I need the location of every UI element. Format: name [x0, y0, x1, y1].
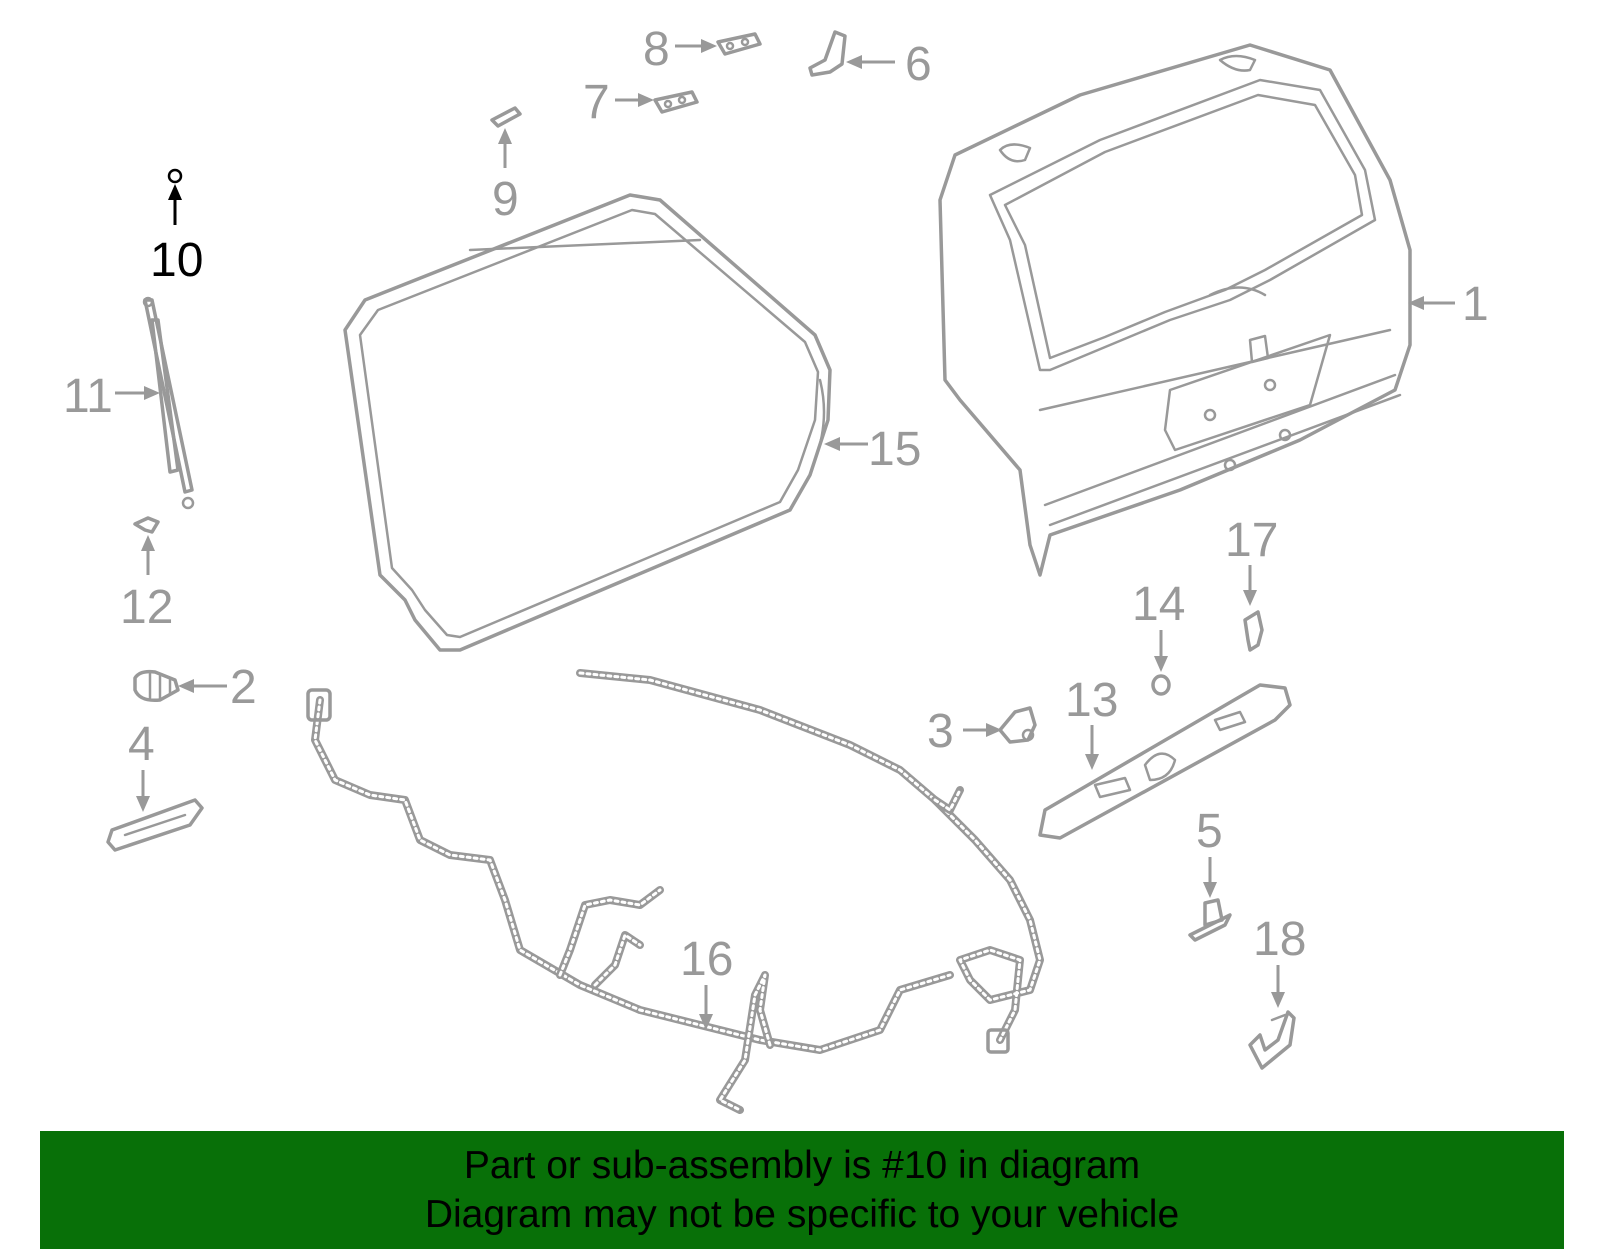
callout-13: 13	[1065, 674, 1118, 770]
callout-17: 17	[1225, 514, 1278, 606]
part-stud-12	[133, 516, 160, 534]
callout-label: 16	[680, 933, 733, 986]
callout-2: 2	[178, 661, 257, 714]
callout-11: 11	[63, 370, 160, 423]
callout-label: 11	[63, 370, 113, 423]
callout-label: 17	[1225, 514, 1278, 567]
part-garnish-13	[1038, 683, 1292, 840]
part-handle-4	[106, 798, 204, 852]
part-grommet-14	[1151, 674, 1171, 696]
callout-label: 7	[583, 76, 610, 129]
banner-line-1: Part or sub-assembly is #10 in diagram	[463, 1144, 1141, 1187]
part-support-strut	[142, 296, 195, 510]
callout-label: 8	[643, 23, 670, 76]
part-liftgate	[938, 43, 1412, 577]
callout-label: 10	[150, 234, 203, 287]
callout-16: 16	[680, 933, 733, 1030]
part-hinge-plate-7	[653, 90, 699, 114]
part-back-glass	[343, 193, 832, 652]
callout-label: 4	[128, 718, 155, 771]
part-hinge-plate-8	[716, 32, 762, 56]
callout-4: 4	[128, 718, 155, 812]
callout-6: 6	[846, 38, 932, 91]
callout-10: 10	[150, 184, 203, 287]
callout-15: 15	[824, 423, 921, 476]
callout-1: 1	[1408, 278, 1489, 331]
callout-label: 6	[905, 38, 932, 91]
part-clip-10	[167, 168, 183, 184]
callout-3: 3	[927, 705, 1002, 758]
callout-18: 18	[1253, 913, 1306, 1008]
part-clip-17	[1243, 610, 1264, 652]
callout-5: 5	[1196, 805, 1223, 898]
callout-label: 3	[927, 705, 954, 758]
part-hinge-6	[808, 30, 847, 77]
callout-8: 8	[643, 23, 717, 76]
callout-12: 12	[120, 535, 173, 634]
callout-label: 2	[230, 661, 257, 714]
callout-label: 18	[1253, 913, 1306, 966]
callout-label: 5	[1196, 805, 1223, 858]
callout-label: 12	[120, 581, 173, 634]
callout-label: 15	[868, 423, 921, 476]
part-latch-3	[998, 706, 1037, 744]
part-bolt-9	[490, 106, 522, 128]
part-bracket-18	[1248, 1010, 1296, 1070]
callout-label: 9	[492, 173, 519, 226]
callout-label: 13	[1065, 674, 1118, 727]
callout-label: 1	[1462, 278, 1489, 331]
part-wire-harness	[306, 669, 1044, 1114]
part-clip-5	[1188, 898, 1232, 942]
callout-label: 14	[1132, 578, 1185, 631]
banner-line-2: Diagram may not be specific to your vehi…	[424, 1193, 1180, 1236]
callout-9: 9	[492, 128, 519, 226]
callout-7: 7	[583, 76, 654, 129]
part-bushing-2	[133, 669, 180, 703]
callout-14: 14	[1132, 578, 1185, 672]
info-banner: Part or sub-assembly is #10 in diagram D…	[40, 1131, 1564, 1249]
